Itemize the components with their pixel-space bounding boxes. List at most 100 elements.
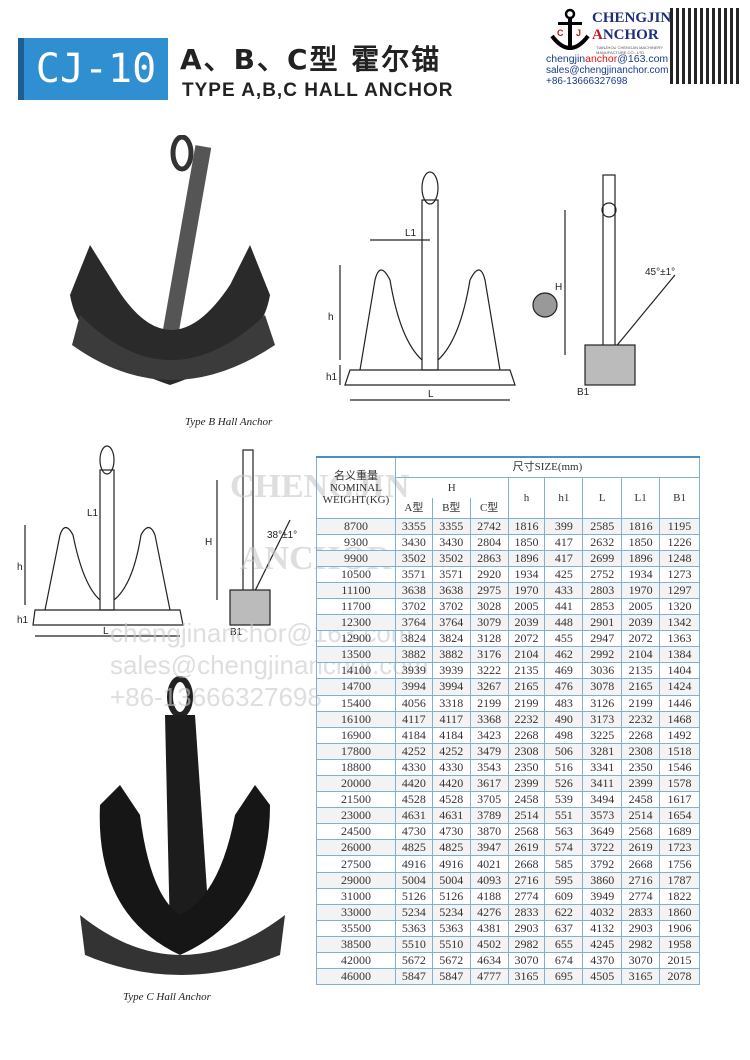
brand-name-2: ANCHOR: [592, 27, 659, 44]
table-cell: 2716: [621, 871, 661, 889]
table-cell: 3036: [582, 662, 623, 680]
label-B1: B1: [577, 387, 590, 398]
table-cell: 21500: [316, 791, 396, 809]
table-cell: 3705: [469, 791, 509, 809]
table-cell: 2803: [582, 581, 623, 599]
table-cell: 2308: [621, 742, 661, 760]
table-cell: 1226: [659, 533, 700, 551]
table-cell: 4330: [394, 758, 433, 777]
table-cell: 1958: [659, 935, 700, 954]
table-cell: 2774: [507, 887, 546, 905]
table-cell: 8700: [316, 517, 396, 535]
header-B1: B1: [659, 476, 700, 519]
table-cell: 2742: [469, 517, 509, 535]
table-cell: 2619: [507, 839, 546, 857]
table-cell: 5363: [394, 919, 433, 937]
table-cell: 5234: [394, 903, 433, 921]
table-cell: 5510: [394, 935, 433, 954]
table-cell: 469: [544, 662, 584, 680]
table-cell: 3070: [507, 952, 546, 970]
table-cell: 3341: [582, 758, 623, 777]
table-cell: 1822: [659, 887, 700, 905]
table-cell: 3411: [582, 774, 623, 793]
label-h: h: [328, 312, 334, 323]
table-cell: 2668: [507, 855, 546, 873]
table-cell: 3764: [431, 614, 471, 632]
table-cell: 10500: [316, 565, 396, 583]
table-cell: 1970: [621, 581, 661, 599]
table-cell: 5847: [431, 968, 471, 986]
table-cell: 1320: [659, 597, 700, 616]
table-cell: 13500: [316, 646, 396, 664]
table-cell: 2514: [621, 807, 661, 825]
table-cell: 2833: [621, 903, 661, 921]
table-cell: 2853: [582, 597, 623, 616]
table-cell: 1617: [659, 791, 700, 809]
table-cell: 476: [544, 678, 584, 696]
caption-type-c: Type C Hall Anchor: [123, 991, 211, 1003]
table-cell: 14700: [316, 678, 396, 696]
table-cell: 4245: [582, 935, 623, 954]
table-cell: 3571: [394, 565, 433, 583]
table-cell: 3789: [469, 807, 509, 825]
table-cell: 4420: [394, 774, 433, 793]
label-angle-38: 38°±1°: [267, 530, 297, 541]
table-cell: 5847: [394, 968, 433, 986]
table-cell: 15400: [316, 694, 396, 712]
table-cell: 417: [544, 549, 584, 567]
table-cell: 2350: [507, 758, 546, 777]
table-cell: 5234: [431, 903, 471, 921]
table-cell: 26000: [316, 839, 396, 857]
table-cell: 1248: [659, 549, 700, 567]
table-cell: 506: [544, 742, 584, 760]
table-cell: 4093: [469, 871, 509, 889]
table-cell: 9900: [316, 549, 396, 567]
table-cell: 3860: [582, 871, 623, 889]
label-angle-45: 45°±1°: [645, 267, 675, 278]
table-cell: 1518: [659, 742, 700, 760]
table-cell: 1787: [659, 871, 700, 889]
caption-type-b: Type B Hall Anchor: [185, 416, 273, 428]
table-cell: 2947: [582, 630, 623, 648]
table-cell: 3479: [469, 742, 509, 760]
table-cell: 1896: [507, 549, 546, 567]
table-cell: 2458: [507, 791, 546, 809]
table-cell: 4730: [394, 823, 433, 841]
table-cell: 1195: [659, 517, 700, 535]
table-cell: 4634: [469, 952, 509, 970]
table-cell: 2920: [469, 565, 509, 583]
table-cell: 4117: [394, 710, 433, 728]
table-cell: 2308: [507, 742, 546, 760]
table-cell: 3617: [469, 774, 509, 793]
header-h1: h1: [544, 476, 584, 519]
table-cell: 3994: [431, 678, 471, 696]
table-cell: 3994: [394, 678, 433, 696]
table-cell: 2005: [621, 597, 661, 616]
table-cell: 539: [544, 791, 584, 809]
table-cell: 2104: [621, 646, 661, 664]
table-cell: 3638: [394, 581, 433, 599]
table-cell: 1546: [659, 758, 700, 777]
label-L: L: [428, 389, 434, 400]
table-cell: 4032: [582, 903, 623, 921]
table-cell: 4276: [469, 903, 509, 921]
table-cell: 3502: [394, 549, 433, 567]
table-cell: 12300: [316, 614, 396, 632]
table-cell: 1723: [659, 839, 700, 857]
table-cell: 574: [544, 839, 584, 857]
table-cell: 455: [544, 630, 584, 648]
table-cell: 4502: [469, 935, 509, 954]
table-cell: 4528: [394, 791, 433, 809]
table-cell: 14100: [316, 662, 396, 680]
header-L: L: [582, 476, 623, 519]
table-cell: 3571: [431, 565, 471, 583]
table-cell: 12900: [316, 630, 396, 648]
